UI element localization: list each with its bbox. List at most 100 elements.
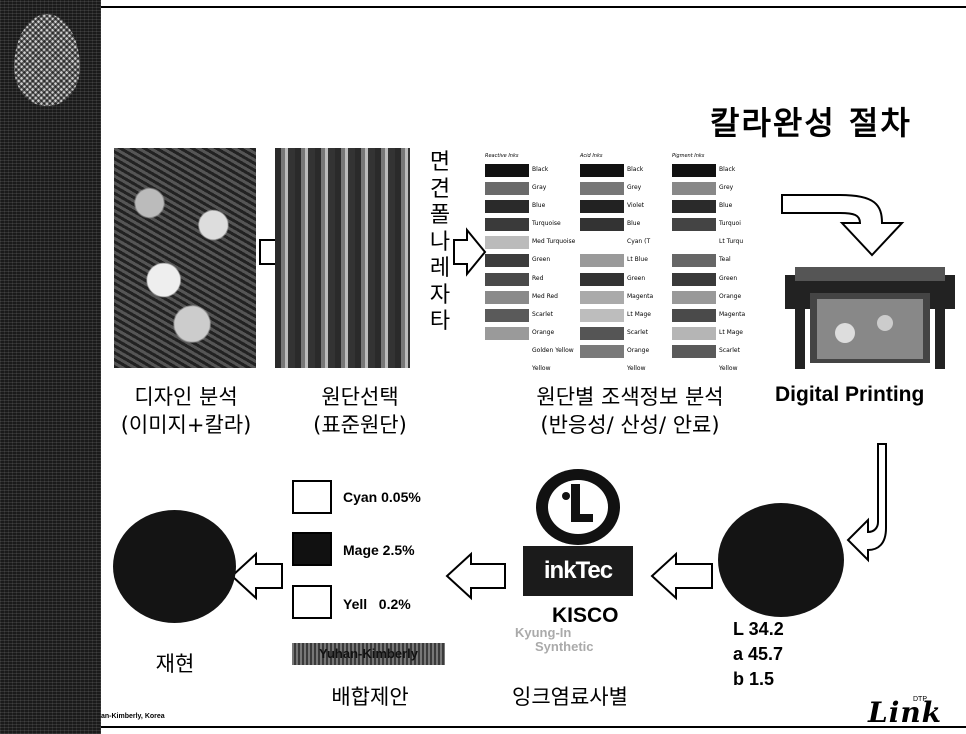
swatch-box: [485, 272, 529, 286]
swatch-label: Black: [627, 166, 644, 173]
swatch-row: Scarlet: [485, 307, 585, 324]
swatch-label: Black: [719, 166, 736, 173]
kisco-logo: KISCO: [552, 604, 619, 627]
swatch-label: Orange: [627, 346, 650, 354]
swatch-label: Magenta: [627, 292, 654, 300]
swatch-box: [672, 164, 716, 177]
arrow-left-icon: [230, 551, 283, 601]
magenta-percent: Mage 2.5%: [343, 542, 415, 558]
swatch-box: [580, 218, 624, 232]
swatch-label: Teal: [719, 256, 731, 264]
swatch-row: Turquoi: [672, 216, 772, 233]
swatch-box: [580, 164, 624, 177]
swatch-label: Scarlet: [719, 346, 740, 354]
design-analysis-line1: 디자인 분석: [134, 385, 238, 409]
sidebar-noise: [0, 0, 101, 734]
swatch-label: Lt Turqu: [719, 238, 744, 246]
cyan-percent: Cyan 0.05%: [343, 489, 421, 505]
dtp-logo-text: DTP: [913, 696, 927, 703]
yellow-percent: Yell 0.2%: [343, 596, 411, 612]
fabric-type: 견: [429, 176, 451, 202]
swatch-box: [485, 164, 529, 177]
swatch-row: Med Turquoise: [485, 234, 585, 251]
swatch-row: Green: [580, 271, 680, 288]
swatch-row: Grey: [672, 180, 772, 197]
swatch-label: Blue: [627, 220, 641, 228]
swatch-row: Orange: [672, 289, 772, 306]
swatch-label: Yellow: [719, 365, 738, 373]
swatch-label: Blue: [532, 202, 546, 210]
swatch-label: Gray: [532, 184, 547, 192]
swatch-label: Blue: [719, 202, 733, 210]
swatch-box: [580, 236, 624, 250]
egg-pattern-icon: [14, 14, 80, 106]
swatch-box: [672, 308, 716, 322]
fabric-type: 레: [429, 256, 451, 281]
swatch-box: [672, 236, 716, 250]
swatch-row: Teal: [672, 252, 772, 269]
arrow-left-icon: [650, 551, 713, 601]
result-caption: 재현: [155, 652, 195, 676]
column-header: Pigment Inks: [672, 153, 705, 159]
fabric-selection-image: [275, 148, 410, 368]
lab-b-value: b 1.5: [733, 669, 775, 689]
swatch-box: [580, 308, 624, 322]
swatch-label: Lt Mage: [719, 328, 743, 336]
swatch-row: Yellow: [485, 361, 585, 378]
inktec-logo: inkTec: [523, 546, 633, 596]
ink-analysis-line1: 원단별 조색정보 분석: [536, 385, 724, 409]
swatch-label: Orange: [719, 292, 742, 300]
swatch-label: Lt Mage: [627, 310, 651, 318]
swatch-box: [485, 290, 529, 304]
swatch-row: Black: [580, 162, 680, 179]
swatch-row: Red: [485, 271, 585, 288]
fabric-type: 자: [429, 282, 451, 308]
fabric-type-list: 면 견 폴 나 레 자 타: [427, 150, 453, 336]
swatch-row: Green: [485, 252, 585, 269]
swatch-label: Grey: [719, 184, 734, 192]
cyan-swatch: [292, 480, 332, 514]
swatch-row: Yellow: [672, 361, 772, 378]
swatch-box: [672, 363, 716, 377]
reproduced-color-circle: [113, 510, 236, 623]
swatch-row: Lt Blue: [580, 252, 680, 269]
swatch-row: Yellow: [580, 361, 680, 378]
swatch-box: [485, 326, 529, 340]
design-analysis-line2: (이미지+칼라): [120, 413, 252, 437]
swatch-box: [485, 182, 529, 196]
swatch-row: Golden Yellow: [485, 343, 585, 360]
swatch-label: Cyan (T: [627, 238, 651, 246]
swatch-label: Red: [532, 274, 544, 282]
arrow-right-icon: [453, 227, 487, 277]
swatch-box: [485, 200, 529, 214]
lab-l-value: L 34.2: [733, 619, 784, 639]
yellow-swatch: [292, 585, 332, 619]
sidebar-texture: [0, 0, 101, 734]
swatch-label: Black: [532, 166, 549, 173]
swatch-label: Orange: [532, 328, 555, 336]
swatch-label: Scarlet: [532, 310, 553, 318]
swatch-box: [580, 272, 624, 286]
swatch-row: Scarlet: [580, 325, 680, 342]
swatch-row: Green: [672, 271, 772, 288]
ink-analysis-caption: 원단별 조색정보 분석 (반응성/ 산성/ 안료): [485, 383, 775, 439]
swatch-row: Lt Mage: [672, 325, 772, 342]
swatch-box: [580, 290, 624, 304]
swatch-row: Blue: [672, 198, 772, 215]
swatch-label: Turquoi: [719, 220, 741, 228]
kyung-in-line1: Kyung-In: [515, 625, 572, 640]
swatch-row: Grey: [580, 180, 680, 197]
bottom-rule: [101, 726, 966, 728]
swatch-row: Black: [672, 162, 772, 179]
printer-image: [785, 267, 955, 369]
swatch-row: Lt Mage: [580, 307, 680, 324]
ink-analysis-line2: (반응성/ 산성/ 안료): [540, 413, 720, 437]
swatch-row: Black: [485, 162, 585, 179]
swatch-label: Turquoise: [532, 220, 561, 228]
fabric-selection-line2: (표준원단): [313, 413, 407, 437]
